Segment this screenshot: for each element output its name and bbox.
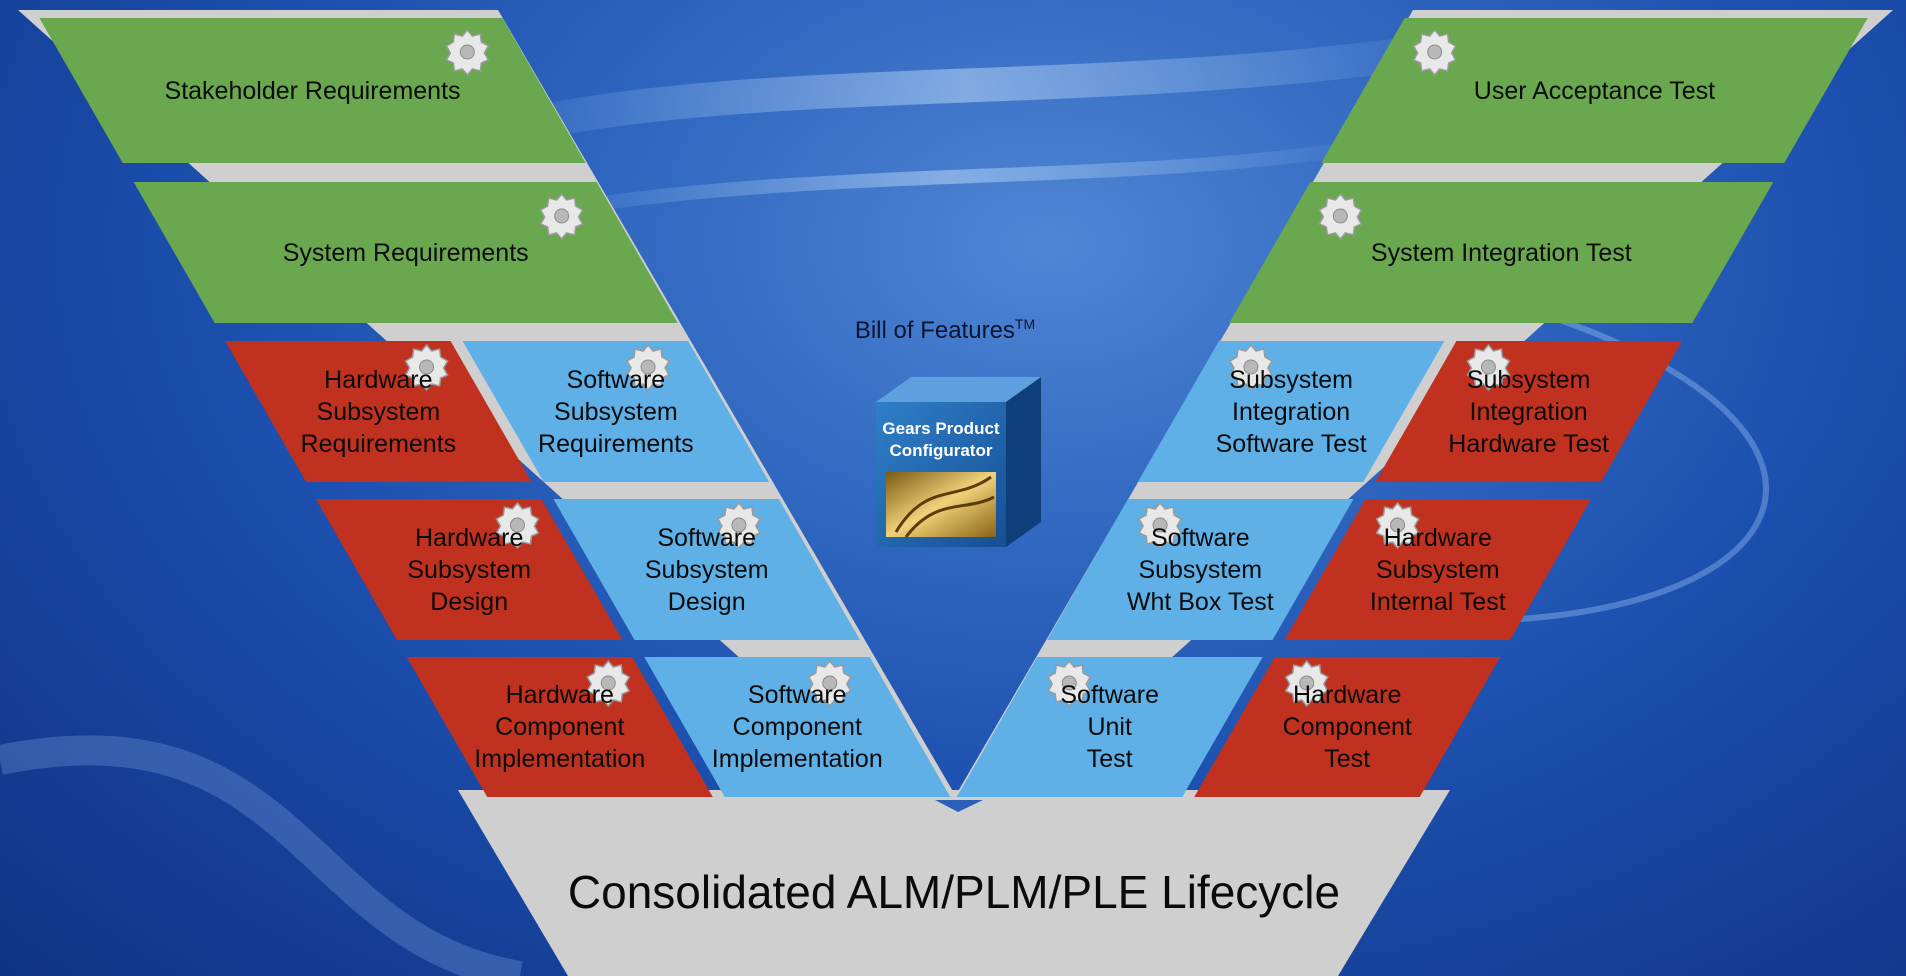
block-user-acceptance-test: [1321, 18, 1868, 163]
bill-of-features-text: Bill of Features: [854, 317, 1015, 344]
product-box-line-1: Gears Product: [882, 419, 999, 438]
block-software-unit-test: [956, 657, 1263, 797]
block-software-component-implementation: [644, 657, 951, 797]
block-system-requirements: [133, 182, 678, 323]
left-arm-blocks: [39, 18, 951, 797]
block-hardware-component-implementation: [406, 657, 713, 797]
v-notch: [935, 800, 983, 812]
block-software-subsystem-requirements: [462, 341, 770, 482]
product-box-line-2: Configurator: [890, 441, 993, 460]
v-frame-base: [458, 790, 1450, 976]
block-hardware-subsystem-design: [315, 499, 623, 640]
block-software-subsystem-wht-box-test: [1047, 499, 1354, 640]
base-label-text: Consolidated ALM/PLM/PLE Lifecycle: [567, 866, 1341, 918]
block-subsystem-integration-hardware-test: [1375, 341, 1682, 482]
block-hardware-subsystem-internal-test: [1284, 499, 1592, 640]
block-hardware-component-test: [1194, 657, 1501, 797]
block-system-integration-test: [1229, 182, 1774, 323]
trademark-mark: TM: [1014, 316, 1036, 332]
block-stakeholder-requirements: [39, 18, 586, 163]
block-software-subsystem-design: [553, 499, 860, 640]
block-subsystem-integration-software-test: [1137, 341, 1445, 482]
base-label: Consolidated ALM/PLM/PLE Lifecycle: [458, 866, 1450, 918]
block-hardware-subsystem-requirements: [225, 341, 532, 482]
bill-of-features-label: Bill of FeaturesTM: [810, 316, 1080, 345]
gears-product-configurator-box: Gears Product Configurator: [876, 377, 1041, 547]
right-arm-blocks: [956, 18, 1868, 797]
